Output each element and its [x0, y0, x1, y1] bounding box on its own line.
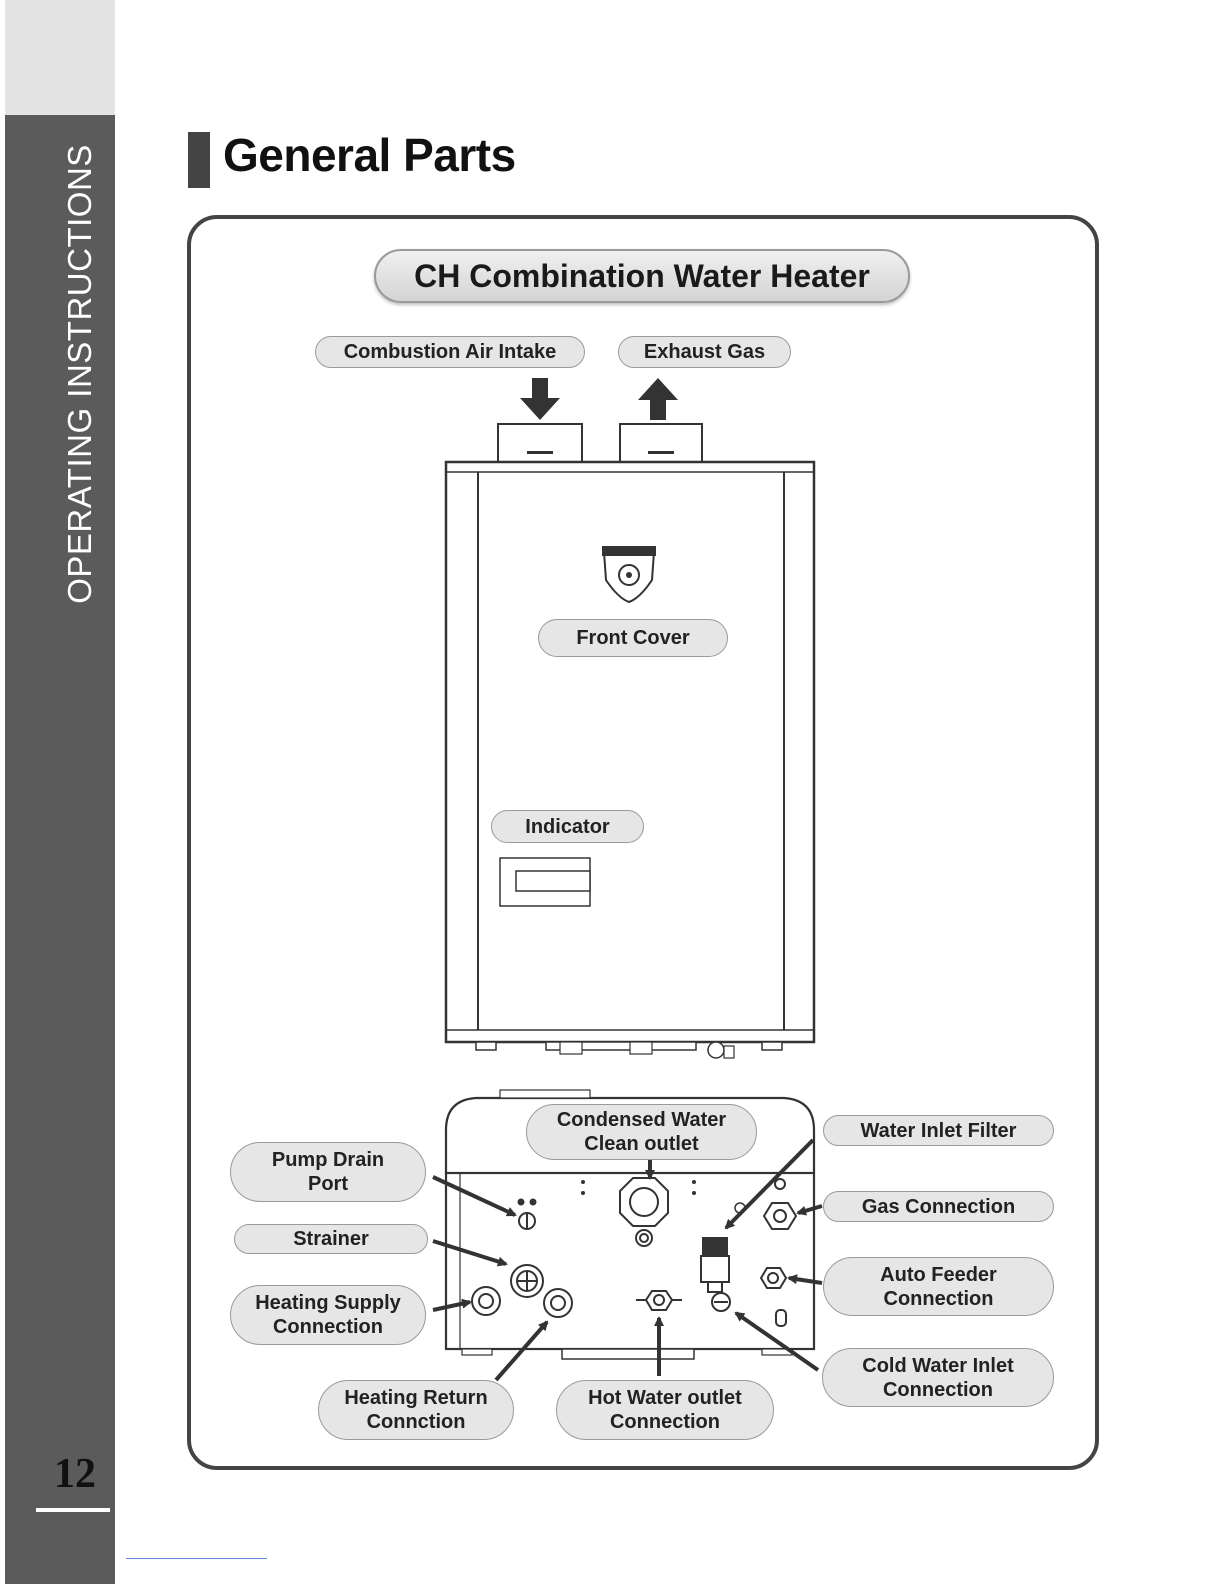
heating-supply-fitting [471, 1286, 501, 1316]
label-combustion-air-intake: Combustion Air Intake [315, 336, 585, 368]
exhaust-pipe [619, 423, 703, 463]
water-inlet-filter-fitting [700, 1237, 730, 1293]
label-gas-connection: Gas Connection [823, 1191, 1054, 1222]
leader-gas [796, 1204, 823, 1216]
label-auto-feeder-connection: Auto Feeder Connection [823, 1257, 1054, 1316]
leader-heating-return [494, 1320, 549, 1382]
page-number: 12 [54, 1451, 96, 1497]
label-strainer: Strainer [234, 1224, 428, 1254]
gas-connection-fitting [762, 1178, 798, 1230]
label-hot-water-outlet-connection: Hot Water outlet Connection [556, 1380, 774, 1440]
diagram-title: CH Combination Water Heater [374, 249, 910, 303]
strainer-fitting [510, 1264, 544, 1298]
sidebar-top-block [5, 0, 115, 115]
auto-feeder-fitting [759, 1267, 788, 1327]
label-front-cover: Front Cover [538, 619, 728, 657]
intake-pipe [497, 423, 583, 463]
leader-water-inlet-filter [724, 1138, 815, 1230]
label-heating-return-connection: Heating Return Connction [318, 1380, 514, 1440]
footer-link-rule [126, 1558, 267, 1559]
cold-water-inlet-fitting [711, 1292, 731, 1312]
leader-heating-supply [432, 1298, 472, 1312]
label-cold-water-inlet-connection: Cold Water Inlet Connection [822, 1348, 1054, 1407]
page-title: General Parts [223, 129, 516, 181]
label-condensed-water-outlet: Condensed Water Clean outlet [526, 1104, 757, 1160]
leader-cold-water [734, 1311, 820, 1372]
leader-strainer [432, 1239, 508, 1267]
condensed-water-outlet [619, 1177, 669, 1247]
label-indicator: Indicator [491, 810, 644, 843]
label-pump-drain-port: Pump Drain Port [230, 1142, 426, 1202]
label-heating-supply-connection: Heating Supply Connection [230, 1285, 426, 1345]
exhaust-arrow-icon [638, 378, 678, 420]
pump-drain-port [517, 1198, 537, 1230]
label-exhaust-gas: Exhaust Gas [618, 336, 791, 368]
brand-shield-icon [602, 546, 656, 604]
title-marker [188, 132, 210, 188]
intake-arrow-icon [520, 378, 560, 420]
page-number-rule [36, 1508, 110, 1512]
heating-return-fitting [543, 1288, 573, 1318]
label-water-inlet-filter: Water Inlet Filter [823, 1115, 1054, 1146]
leader-auto-feeder [787, 1274, 823, 1285]
sidebar [5, 115, 115, 1584]
leader-pump-drain [432, 1175, 517, 1217]
hot-water-outlet-fitting [636, 1290, 682, 1311]
